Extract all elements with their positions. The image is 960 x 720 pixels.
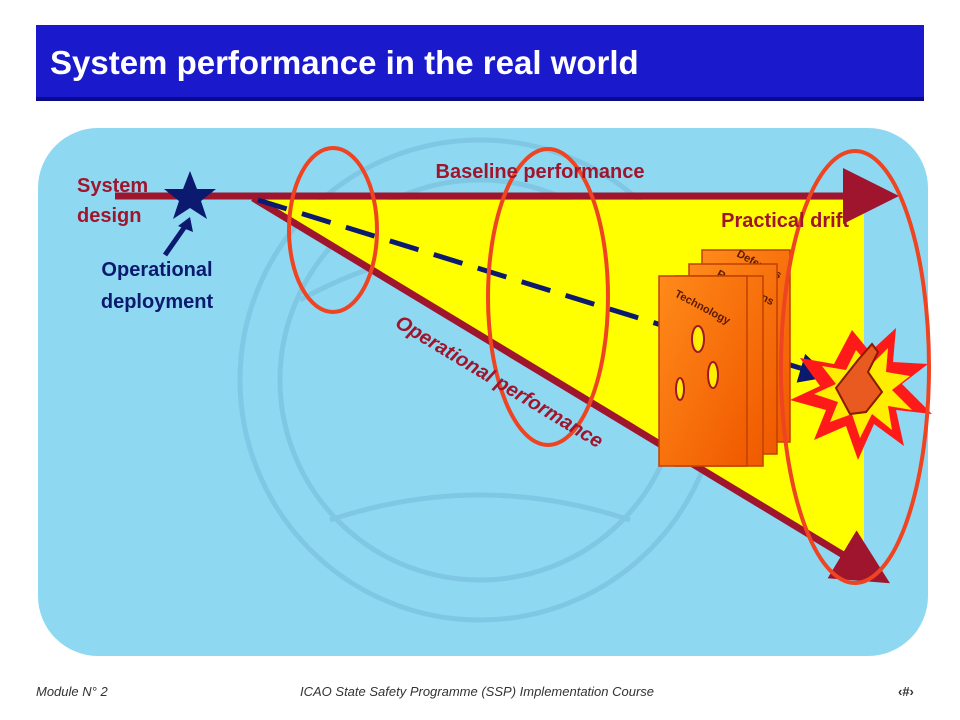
layer-hole: [707, 361, 719, 389]
highlight-ellipse-end: [779, 149, 931, 585]
layer-regulations: Regulations: [688, 263, 778, 455]
layer-hole: [691, 325, 705, 353]
system-design-label-line2: design: [77, 205, 141, 227]
layer-label-regulations: Regulations: [715, 268, 776, 308]
drift-area: [255, 200, 864, 565]
operational-deployment-arrow: [162, 223, 189, 257]
layer-hole: [675, 377, 685, 401]
footer-course: ICAO State Safety Programme (SSP) Implem…: [300, 684, 655, 699]
layer-label-defences: Defences: [735, 248, 784, 282]
system-design-star-icon: [164, 171, 216, 219]
layer-defences: Defences: [701, 248, 791, 443]
operational-deployment-label-line1: Operational: [101, 259, 212, 281]
system-design-label-line1: System: [77, 175, 148, 197]
layer-label-technology: Technology: [673, 288, 733, 328]
practical-drift-label: Practical drift: [721, 210, 849, 232]
operational-deployment-label-line2: deployment: [101, 291, 214, 313]
layer-technology: Technology: [658, 275, 748, 467]
defence-layers: Defences Regulations Training Technology: [658, 248, 791, 467]
accident-explosion-icon: [790, 328, 932, 460]
operational-performance-label: Operational performance: [391, 311, 606, 452]
layer-training: Training: [674, 275, 764, 467]
practical-drift-dashed-line: [257, 197, 801, 371]
baseline-performance-label: Baseline performance: [436, 161, 645, 183]
highlight-ellipse-start: [287, 146, 379, 314]
slide-title: System performance in the real world: [50, 44, 639, 81]
practical-drift-arrow-tip: [796, 353, 830, 383]
highlight-ellipse-middle: [486, 147, 610, 447]
footer-module: Module N° 2: [36, 684, 108, 699]
operational-deployment-arrow-head: [178, 217, 193, 232]
layer-label-training: Training: [703, 280, 746, 311]
title-bar: System performance in the real world: [36, 25, 924, 101]
watermark-seal: [237, 137, 723, 623]
footer-page-number: ‹#›: [898, 684, 914, 699]
background-panel: [38, 128, 928, 656]
operational-performance-arrow: [251, 195, 890, 584]
